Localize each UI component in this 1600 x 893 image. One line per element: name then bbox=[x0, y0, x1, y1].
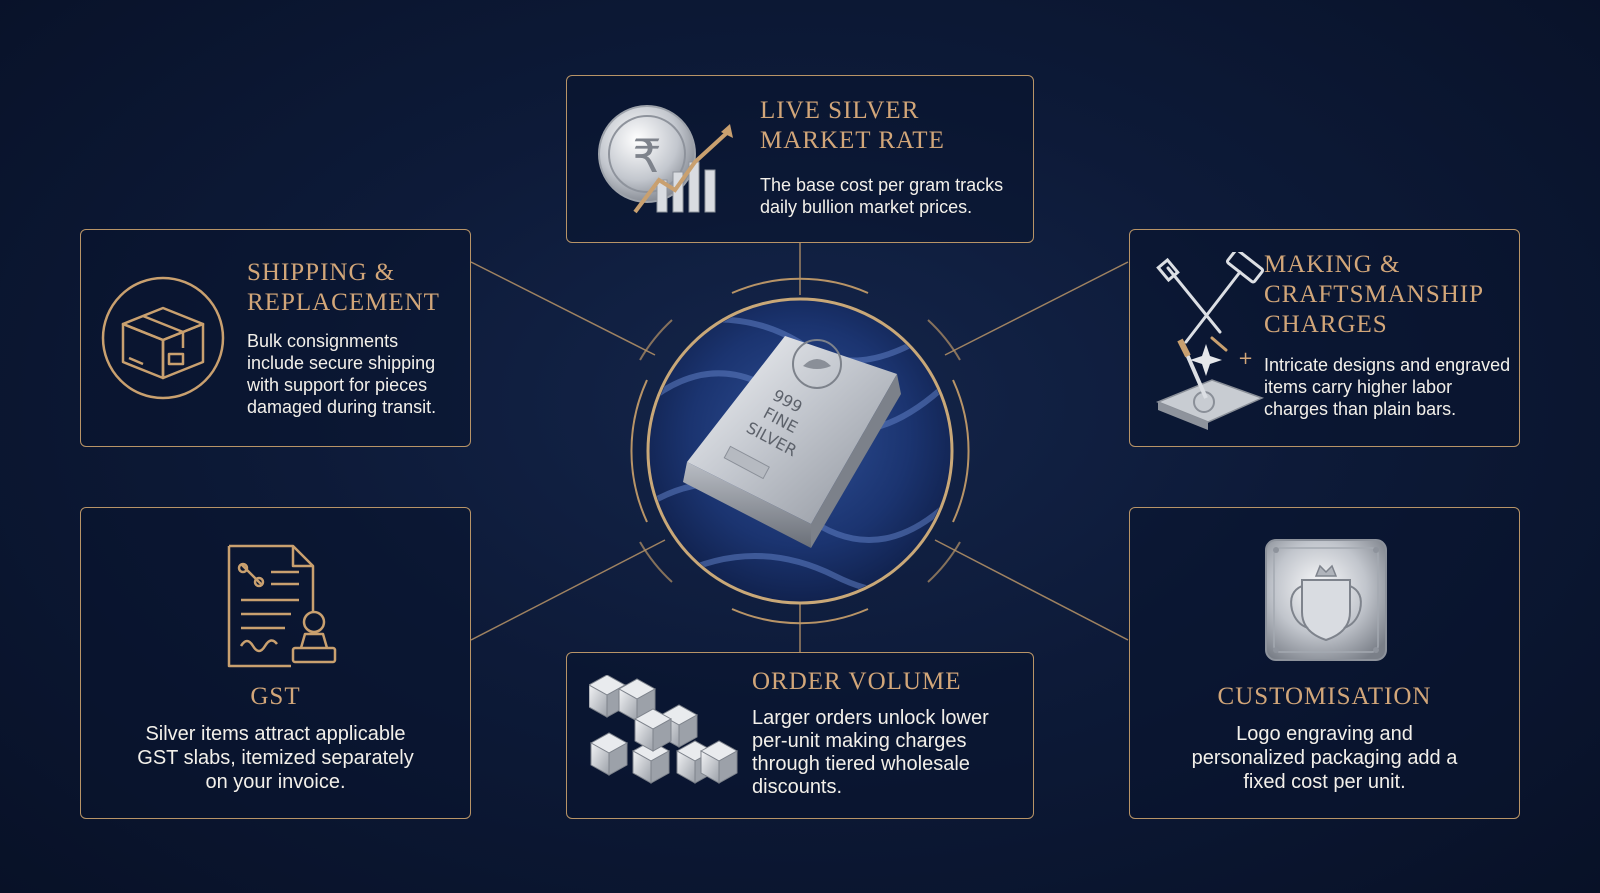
card-shipping-desc: Bulk consignments include secure shippin… bbox=[247, 331, 437, 417]
card-market-rate-desc: The base cost per gram tracks daily bull… bbox=[760, 175, 1004, 217]
svg-text:+: + bbox=[1238, 348, 1253, 369]
card-making-desc: Intricate designs and engraved items car… bbox=[1264, 355, 1511, 419]
coin-chart-icon: ₹ bbox=[598, 105, 733, 214]
card-gst-desc: Silver items attract applicable GST slab… bbox=[137, 723, 414, 793]
card-shipping: SHIPPING & REPLACEMENT Bulk consignments… bbox=[80, 229, 471, 447]
tools-icon: + bbox=[1155, 252, 1265, 430]
card-market-rate: ₹ LIVE SILVER MARKET RATE The base cost … bbox=[566, 75, 1034, 243]
silver-bar-icon: 999 FINE SILVER bbox=[646, 297, 954, 605]
package-icon bbox=[101, 276, 225, 400]
card-order-volume: ORDER VOLUME Larger orders unlock lower … bbox=[566, 652, 1034, 819]
card-order-volume-desc: Larger orders unlock lower per-unit maki… bbox=[752, 707, 989, 798]
card-gst: GST Silver items attract applicable GST … bbox=[80, 507, 471, 819]
stacked-boxes-icon bbox=[589, 675, 738, 784]
svg-text:₹: ₹ bbox=[632, 129, 661, 183]
card-customisation-desc: Logo engraving and personalized packagin… bbox=[1191, 723, 1458, 793]
engraved-plate-icon bbox=[1265, 539, 1387, 661]
card-customisation-title: CUSTOMISATION bbox=[1217, 683, 1432, 710]
card-customisation: CUSTOMISATION Logo engraving and persona… bbox=[1129, 507, 1520, 819]
card-making-title: MAKING & CRAFTSMANSHIP CHARGES bbox=[1264, 251, 1485, 338]
card-order-volume-title: ORDER VOLUME bbox=[752, 668, 962, 695]
center-emblem: 999 FINE SILVER bbox=[635, 286, 965, 616]
card-making: + MAKING & CRAFTSMANSHIP CHARGES Intrica… bbox=[1129, 229, 1520, 447]
card-shipping-title: SHIPPING & REPLACEMENT bbox=[247, 259, 440, 316]
card-gst-title: GST bbox=[250, 683, 301, 710]
tax-document-icon bbox=[227, 544, 337, 668]
card-market-rate-title: LIVE SILVER MARKET RATE bbox=[760, 97, 945, 154]
